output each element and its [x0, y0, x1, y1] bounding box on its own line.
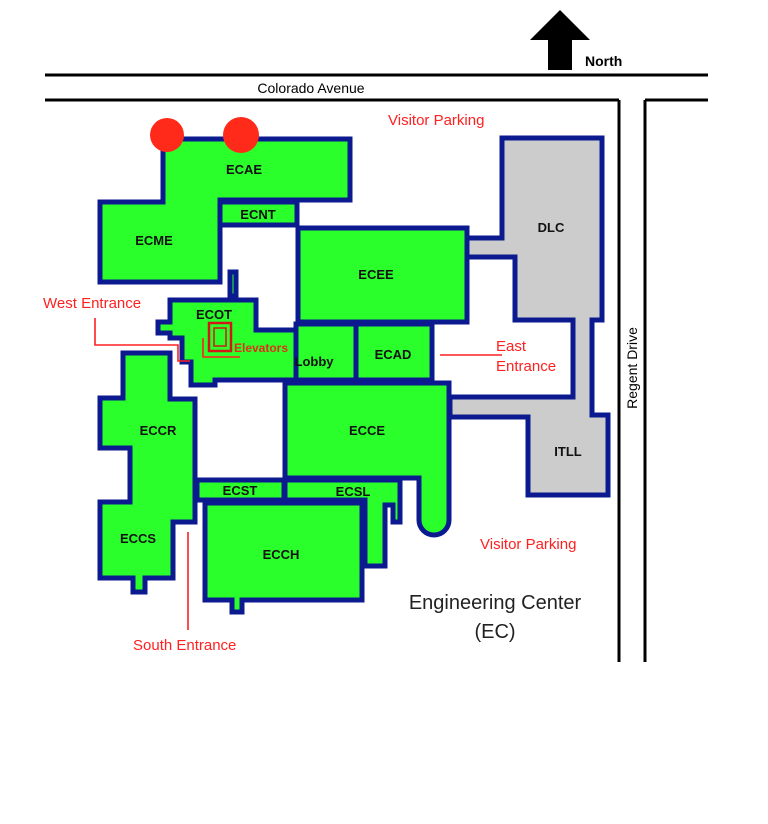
street-regent-drive: Regent Drive — [624, 327, 640, 409]
building-ecch[interactable] — [202, 500, 365, 615]
building-ecce[interactable] — [282, 380, 452, 538]
south-entrance-label: South Entrance — [133, 637, 236, 654]
building-ecot-stub — [227, 269, 239, 299]
location-marker[interactable] — [150, 118, 184, 152]
building-label-ecch: ECCH — [263, 547, 300, 562]
east-entrance-label-line1: East — [496, 338, 527, 355]
west-entrance-line — [94, 318, 190, 362]
building-label-ecst: ECST — [223, 483, 258, 498]
building-label-ecad: ECAD — [375, 347, 412, 362]
building-label-ecot: ECOT — [196, 307, 232, 322]
building-ecot[interactable] — [155, 297, 299, 388]
elevator-icon — [202, 321, 240, 358]
building-label-ecae: ECAE — [226, 162, 262, 177]
building-label-ecee: ECEE — [358, 267, 394, 282]
building-label-lobby: Lobby — [295, 354, 335, 369]
building-label-dlc: DLC — [538, 220, 565, 235]
building-label-eccr: ECCR — [140, 423, 177, 438]
location-marker[interactable] — [223, 117, 259, 153]
building-label-itll: ITLL — [554, 444, 581, 459]
east-entrance-label-line2: Entrance — [496, 358, 556, 375]
map-subtitle: (EC) — [474, 621, 515, 643]
building-ecad[interactable] — [353, 321, 435, 383]
map-title: Engineering Center — [409, 592, 582, 614]
building-eccr-eccs[interactable] — [97, 350, 198, 595]
visitor-parking-label-north: Visitor Parking — [388, 112, 484, 129]
west-entrance-label: West Entrance — [43, 295, 141, 312]
elevators-label: Elevators — [234, 341, 288, 355]
visitor-parking-label-south: Visitor Parking — [480, 536, 576, 553]
building-lobby[interactable] — [293, 321, 359, 383]
building-ecnt[interactable] — [217, 199, 300, 228]
building-label-ecsl: ECSL — [336, 484, 371, 499]
building-dlc-itll[interactable] — [447, 135, 611, 498]
building-ecae-ecme[interactable] — [97, 136, 353, 285]
street-colorado-avenue: Colorado Avenue — [257, 80, 364, 96]
building-label-ecnt: ECNT — [240, 207, 275, 222]
north-label: North — [585, 53, 622, 69]
north-arrow-icon — [530, 10, 590, 70]
building-label-ecce: ECCE — [349, 423, 385, 438]
building-label-ecme: ECME — [135, 233, 173, 248]
building-ecsl[interactable] — [282, 477, 403, 569]
building-label-eccs: ECCS — [120, 531, 156, 546]
